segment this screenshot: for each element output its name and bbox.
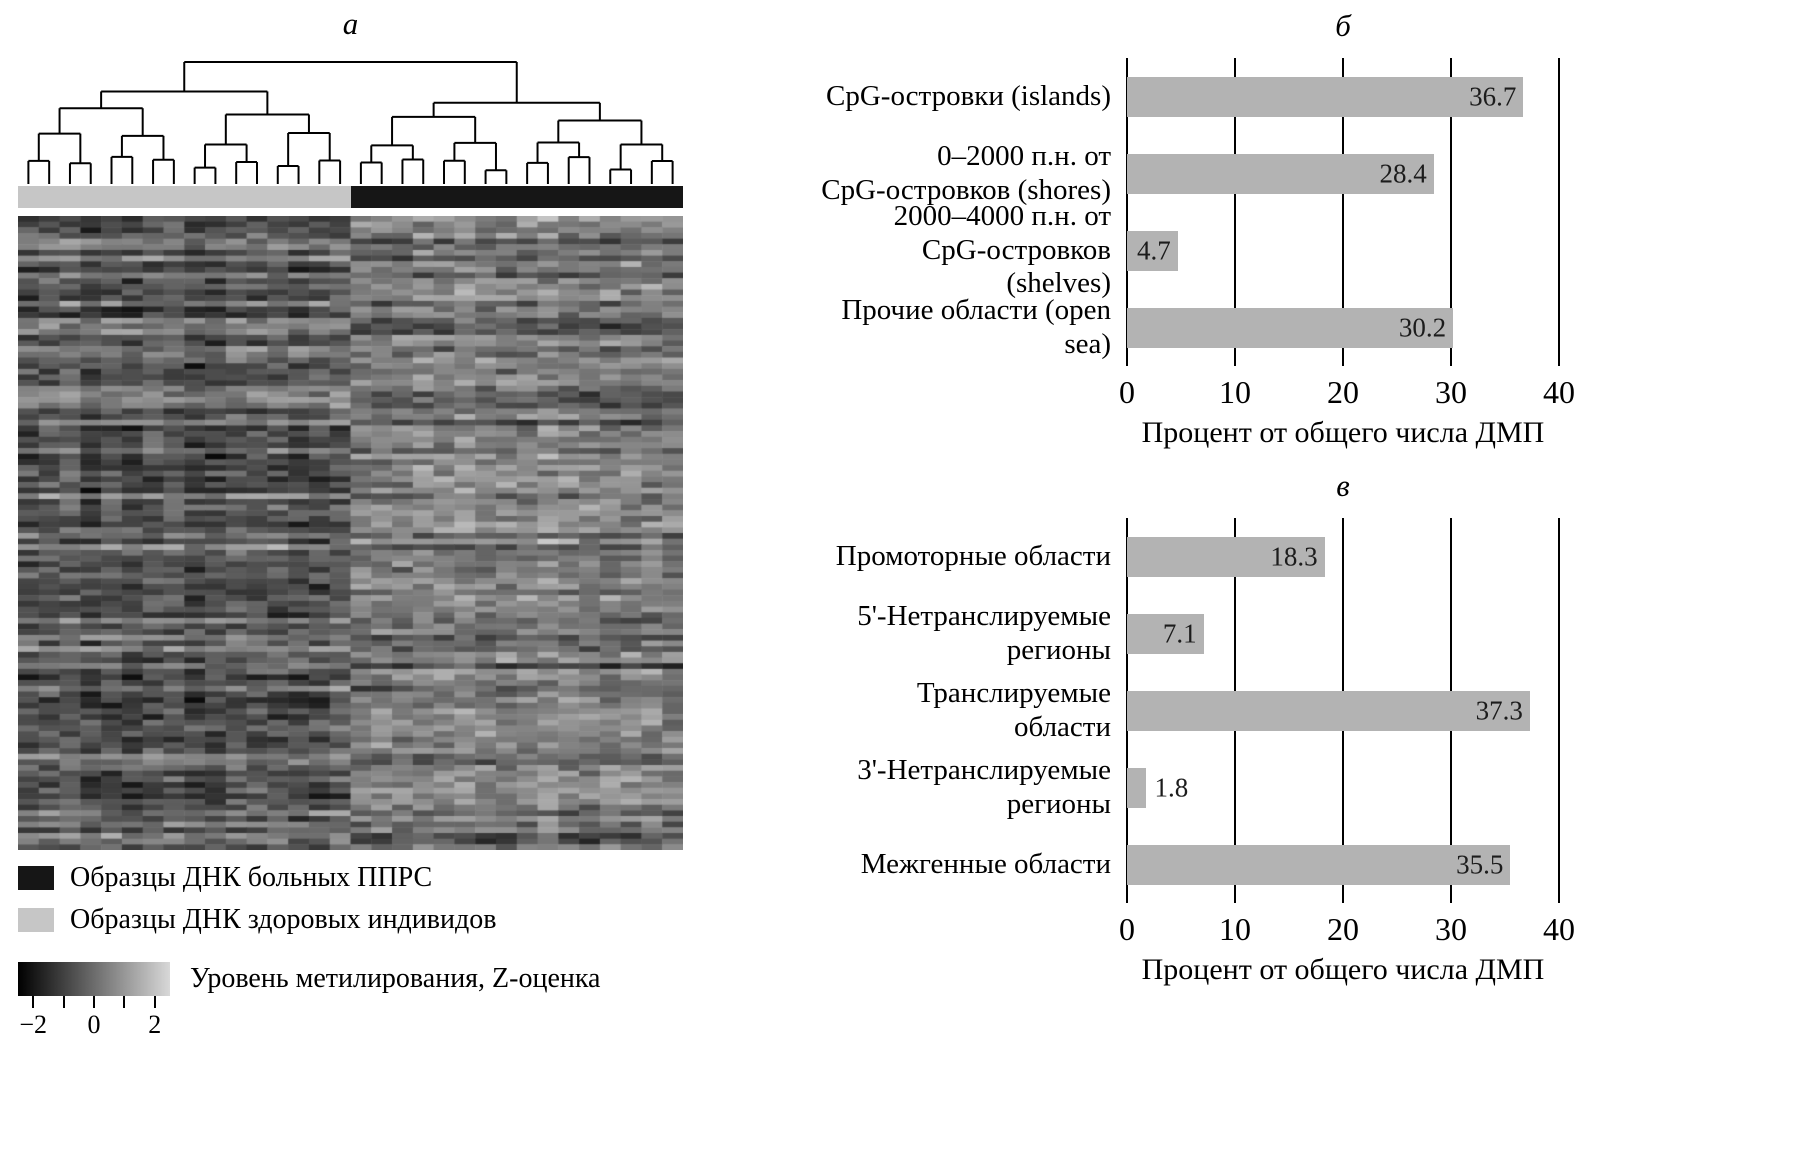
x-tick-label: 0: [1119, 911, 1135, 947]
panel-a-title: а: [342, 6, 359, 41]
bar-row: 18.3: [1127, 518, 1559, 595]
x-gridline: [1342, 58, 1344, 366]
category-labels: CpG-островки (islands) 0–2000 п.н. от CpG…: [815, 58, 1127, 366]
plot-area: 36.7 28.4 4.7 30.2: [1126, 58, 1560, 366]
colorbar-tick: [153, 996, 156, 1008]
legend-label-healthy: Образцы ДНК здоровых индивидов: [70, 904, 497, 935]
cpg-context-bar-chart: CpG-островки (islands) 0–2000 п.н. от CpG…: [815, 58, 1575, 450]
x-tick-label: 30: [1435, 374, 1467, 410]
group-color-bar: [18, 186, 683, 208]
colorbar-tick: [93, 996, 95, 1008]
category-label: 3'-Нетранслируемые регионы: [857, 753, 1111, 820]
colorbar-tick-label: 2: [148, 1010, 162, 1039]
bar: 36.7: [1127, 76, 1524, 117]
genomic-region-bar-chart: Промоторные области 5'-Нетранслируемые ре…: [815, 518, 1575, 987]
bar-row: 28.4: [1127, 135, 1559, 212]
colorbar-ticks: −2 0 2: [18, 996, 170, 1048]
bar: 28.4: [1127, 153, 1434, 194]
colorbar-tick: [32, 996, 35, 1008]
methylation-heatmap: [18, 216, 683, 850]
panel-b-title: б: [1335, 8, 1351, 43]
bar-row: 4.7: [1127, 212, 1559, 289]
category-label: 2000–4000 п.н. от CpG-островков (shelves…: [893, 200, 1111, 300]
bar-chart-grid: CpG-островки (islands) 0–2000 п.н. от CpG…: [815, 58, 1575, 450]
x-gridline: [1450, 58, 1452, 366]
legend-item-healthy: Образцы ДНК здоровых индивидов: [18, 904, 686, 936]
colorbar-tick: [123, 996, 126, 1008]
bar-value-label: 37.3: [1475, 695, 1523, 725]
bar: 7.1: [1127, 613, 1204, 654]
x-axis-label: Процент от общего числа ДМП: [1141, 416, 1545, 449]
legend-swatch-healthy: [18, 908, 54, 932]
panel-methylation-heatmap: а Образцы ДНК больных ППРС Образцы ДНК з…: [18, 6, 686, 1048]
legend-item-patients: Образцы ДНК больных ППРС: [18, 862, 686, 894]
x-axis-label: Процент от общего числа ДМП: [1141, 953, 1545, 986]
bar-value-label: 7.1: [1162, 618, 1197, 648]
category-label: Транслируемые области: [916, 676, 1111, 743]
category-labels: Промоторные области 5'-Нетранслируемые ре…: [815, 518, 1127, 903]
legend-label-patients: Образцы ДНК больных ППРС: [70, 862, 433, 893]
category-label: Межгенные области: [860, 847, 1111, 880]
colorbar-tick-label: −2: [19, 1010, 48, 1039]
x-tick-label: 20: [1327, 911, 1359, 947]
bar-value-label: 30.2: [1398, 312, 1447, 342]
x-axis-ticks: 0 10 20 30 40: [1119, 366, 1575, 414]
panel-genomic-region-chart: в Промоторные области 5'-Нетранслируемые …: [815, 468, 1575, 987]
bar: 18.3: [1127, 536, 1325, 577]
bar-row: 30.2: [1127, 289, 1559, 366]
x-tick-label: 20: [1327, 374, 1359, 410]
colorbar-tick: [62, 996, 65, 1008]
x-axis-ticks: 0 10 20 30 40: [1119, 903, 1575, 951]
panel-cpg-context-chart: б CpG-островки (islands) 0–2000 п.н. от C…: [815, 8, 1575, 450]
group-segment-patients: [350, 186, 683, 208]
bar-value-label: 35.5: [1456, 849, 1504, 879]
bar: 4.7: [1127, 230, 1178, 271]
x-gridline: [1558, 518, 1560, 903]
colorbar-label: Уровень метилирования, Z-оценка: [190, 963, 601, 994]
bar-row: 7.1: [1127, 595, 1559, 672]
x-tick-label: 40: [1543, 911, 1575, 947]
bar-value-label: 18.3: [1270, 541, 1318, 571]
panel-v-title: в: [1336, 468, 1350, 503]
bar-value-label: 1.8: [1154, 772, 1189, 802]
category-label: 5'-Нетранслируемые регионы: [857, 599, 1111, 666]
bar-value-label: 4.7: [1137, 235, 1171, 265]
dendrogram: [27, 61, 674, 184]
bar-row: 35.5: [1127, 826, 1559, 903]
category-label: 0–2000 п.н. от CpG-островков (shores): [821, 139, 1111, 206]
x-tick-label: 0: [1119, 374, 1135, 410]
plot-area: 18.3 7.1 37.3 1.8 35.5: [1126, 518, 1560, 903]
bar-value-label: 28.4: [1379, 158, 1427, 188]
legend-swatch-patients: [18, 866, 54, 890]
category-label: CpG-островки (islands): [826, 79, 1111, 112]
bar: 35.5: [1127, 844, 1511, 885]
category-label: Промоторные области: [835, 539, 1111, 572]
y-axis-line: [1126, 58, 1128, 366]
x-tick-label: 10: [1219, 911, 1251, 947]
bar-row: 1.8: [1127, 749, 1559, 826]
group-legend: Образцы ДНК больных ППРС Образцы ДНК здо…: [18, 862, 686, 936]
x-tick-label: 30: [1435, 911, 1467, 947]
x-tick-label: 40: [1543, 374, 1575, 410]
colorbar-gradient: [18, 962, 170, 996]
bar-value-label: 36.7: [1469, 81, 1517, 111]
colorbar-section: Уровень метилирования, Z-оценка −2 0 2: [18, 962, 686, 1048]
bar-row: 37.3: [1127, 672, 1559, 749]
x-tick-label: 10: [1219, 374, 1251, 410]
x-gridline: [1558, 58, 1560, 366]
colorbar-tick-label: 0: [87, 1010, 101, 1039]
bar: 1.8: [1127, 767, 1188, 808]
bar-chart-grid: Промоторные области 5'-Нетранслируемые ре…: [815, 518, 1575, 987]
category-label: Прочие области (open sea): [841, 293, 1111, 360]
group-segment-healthy: [18, 186, 351, 208]
bar: 30.2: [1127, 307, 1454, 348]
bar-row: 36.7: [1127, 58, 1559, 135]
bar: 37.3: [1127, 690, 1530, 731]
x-gridline: [1234, 58, 1236, 366]
